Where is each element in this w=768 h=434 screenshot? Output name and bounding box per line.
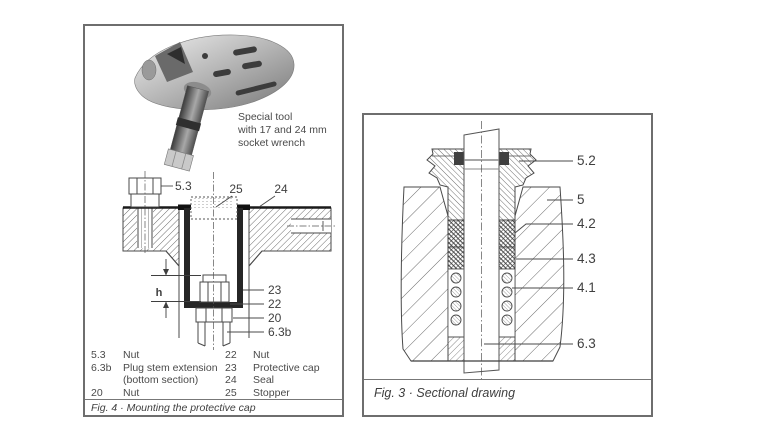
- legend-row-23: 23 Protective cap: [225, 362, 320, 375]
- legend-row-5-3: 5.3 Nut: [91, 349, 139, 362]
- legend-row-25: 25 Stopper: [225, 387, 290, 400]
- plug-stem: [197, 322, 231, 347]
- legend-num: 6.3b: [91, 362, 112, 374]
- body-right: [514, 186, 565, 362]
- callout-4-2: 4.2: [577, 216, 596, 231]
- callout-24: 24: [274, 182, 288, 196]
- stopper: [190, 196, 238, 220]
- photo-note-line3: socket wrench: [238, 137, 306, 149]
- legend-num: 23: [225, 362, 237, 374]
- callout-5-3: 5.3: [175, 179, 192, 193]
- callout-22: 22: [268, 297, 282, 311]
- legend-label: Protective cap: [253, 362, 320, 374]
- legend-row-24: 24 Seal: [225, 374, 274, 387]
- legend-row-22: 22 Nut: [225, 349, 269, 362]
- photo-note-line2: with 17 and 24 mm: [238, 124, 327, 136]
- callout-25: 25: [229, 182, 243, 196]
- legend-num: 22: [225, 349, 237, 361]
- fig4-caption-divider: [85, 399, 342, 400]
- legend-label: Stopper: [253, 387, 290, 399]
- protective-cap: [184, 208, 243, 308]
- fig4-callouts: 5.3 25 24 h 23 22 20 6.3b: [156, 179, 292, 339]
- fig3-drawing: 5.2 5 4.2 4.3 4.1 6.3: [400, 121, 596, 381]
- legend-label: Plug stem extension: [123, 362, 218, 374]
- fig4-section: [122, 171, 335, 350]
- fig3-caption-divider: [364, 379, 651, 380]
- legend-label: Seal: [253, 374, 275, 386]
- legend-num: 5.3: [91, 349, 106, 361]
- callout-h: h: [156, 287, 163, 299]
- fig4-leaders: [161, 185, 276, 333]
- photo-note: Special tool with 17 and 24 mm socket wr…: [238, 111, 327, 150]
- ring-stack: [447, 268, 516, 362]
- fig3-leaders: [484, 160, 573, 345]
- legend-label: Nut: [123, 349, 140, 361]
- callout-20: 20: [268, 311, 282, 325]
- legend-row-6-3b: 6.3b Plug stem extension: [91, 362, 218, 375]
- callout-6-3b: 6.3b: [268, 325, 292, 339]
- callout-4-1: 4.1: [577, 280, 596, 295]
- fig4-panel: 5.3 25 24 h 23 22 20 6.3b Special tool w…: [83, 24, 344, 417]
- nut-stack: [195, 274, 233, 323]
- special-tool-photo: [134, 34, 295, 172]
- callout-4-3: 4.3: [577, 251, 596, 266]
- callout-23: 23: [268, 283, 282, 297]
- fig3-panel: 5.2 5 4.2 4.3 4.1 6.3 Fig. 3 · Sectional…: [362, 113, 653, 417]
- fig3-caption: Fig. 3 · Sectional drawing: [374, 386, 516, 400]
- callout-5-2: 5.2: [577, 153, 596, 168]
- tool-slots: [202, 46, 277, 96]
- callout-5: 5: [577, 192, 585, 207]
- legend-num: 20: [91, 387, 103, 399]
- photo-note-line1: Special tool: [238, 111, 293, 123]
- legend-label: Nut: [123, 387, 140, 399]
- fig3-callouts: 5.2 5 4.2 4.3 4.1 6.3: [577, 153, 596, 351]
- legend-label: Nut: [253, 349, 270, 361]
- gland-packing-left: [454, 152, 464, 165]
- callout-6-3: 6.3: [577, 336, 596, 351]
- fig4-caption: Fig. 4 · Mounting the protective cap: [91, 402, 256, 414]
- legend-num: 25: [225, 387, 237, 399]
- fig3-section: [400, 121, 573, 381]
- gland-packing-right: [499, 152, 509, 165]
- tool-shaft: [163, 81, 212, 172]
- legend-num: 24: [225, 374, 237, 386]
- legend-row-6-3b-cont: (bottom section): [123, 374, 198, 387]
- fig4-drawing: 5.3 25 24 h 23 22 20 6.3b: [122, 34, 335, 350]
- body-left: [400, 186, 449, 362]
- legend-row-20: 20 Nut: [91, 387, 139, 400]
- plug-stem: [463, 128, 500, 374]
- legend-label: (bottom section): [123, 374, 199, 386]
